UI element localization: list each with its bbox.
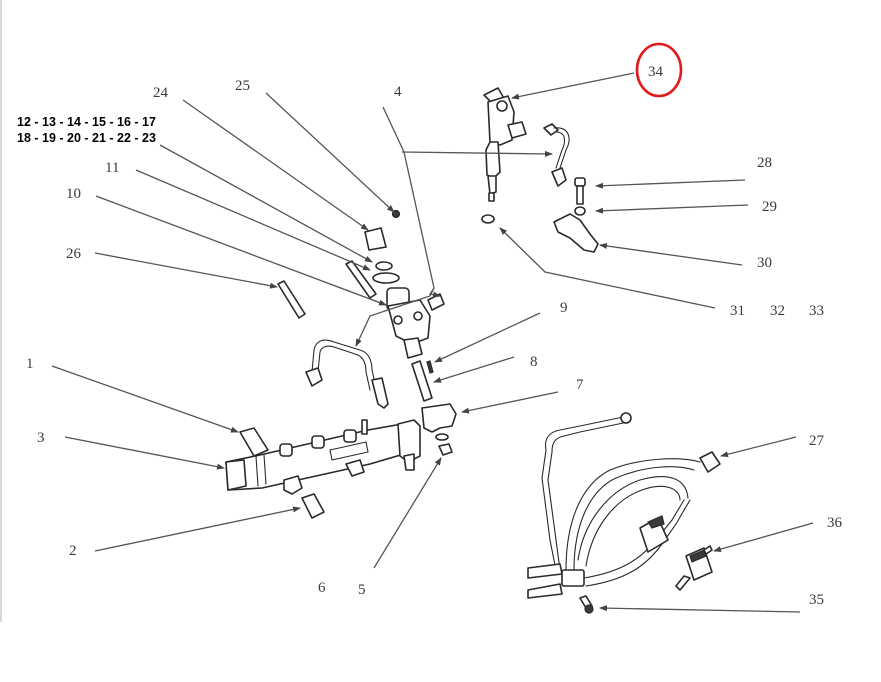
callout-25[interactable]: 25	[235, 78, 250, 94]
callout-7[interactable]: 7	[576, 377, 584, 393]
dowel-part[interactable]	[277, 280, 306, 319]
sleeve-part[interactable]	[411, 360, 433, 402]
callout-33[interactable]: 33	[809, 303, 824, 319]
callout-1[interactable]: 1	[26, 356, 34, 372]
spring-washer-part[interactable]	[574, 206, 586, 216]
callout-29[interactable]: 29	[762, 199, 777, 215]
callout-9[interactable]: 9	[560, 300, 568, 316]
injector-pipe-part[interactable]	[543, 123, 570, 187]
screw-part[interactable]	[579, 595, 594, 614]
callout-10[interactable]: 10	[66, 186, 81, 202]
highlight-circle	[635, 42, 683, 98]
callout-27[interactable]: 27	[809, 433, 825, 449]
plug-part[interactable]	[239, 427, 269, 457]
callout-35[interactable]: 35	[809, 592, 824, 608]
callout-36[interactable]: 36	[827, 515, 843, 531]
callout-8[interactable]: 8	[530, 354, 538, 370]
gasket-part[interactable]	[372, 272, 400, 284]
callout-24[interactable]: 24	[153, 85, 169, 101]
group-label-line-2: 18 - 19 - 20 - 21 - 22 - 23	[17, 131, 156, 145]
pump-part[interactable]	[386, 287, 445, 359]
bracket-part[interactable]	[421, 403, 457, 433]
callout-6[interactable]: 6	[318, 580, 326, 596]
callout-5[interactable]: 5	[358, 582, 366, 598]
injector-part[interactable]	[483, 87, 527, 202]
bolt-part[interactable]	[574, 177, 586, 205]
washer-part[interactable]	[481, 214, 495, 224]
pump-pipe-part[interactable]	[305, 339, 389, 409]
seal-part[interactable]	[435, 433, 449, 441]
callout-31[interactable]: 31	[730, 303, 745, 319]
inline-filter-part[interactable]	[675, 545, 713, 591]
callout-34[interactable]: 34	[648, 64, 664, 80]
return-hose-assembly-part[interactable]	[527, 412, 721, 599]
callout-2[interactable]: 2	[69, 543, 77, 559]
nut-5-part[interactable]	[438, 443, 453, 456]
callout-11[interactable]: 11	[105, 160, 119, 176]
callout-4[interactable]: 4	[394, 84, 402, 100]
spring-pin-part[interactable]	[426, 360, 434, 374]
callout-26[interactable]: 26	[66, 246, 82, 262]
callout-30[interactable]: 30	[757, 255, 772, 271]
callout-3[interactable]: 3	[37, 430, 45, 446]
cap-part[interactable]	[364, 227, 387, 251]
callout-32[interactable]: 32	[770, 303, 785, 319]
o-ring-part[interactable]	[375, 261, 393, 271]
callout-28[interactable]: 28	[757, 155, 772, 171]
leader-lines	[51, 72, 814, 613]
group-label-line-1: 12 - 13 - 14 - 15 - 16 - 17	[17, 115, 156, 129]
spacer-part[interactable]	[301, 493, 325, 519]
clamp-part[interactable]	[553, 213, 599, 253]
fuel-rail-part[interactable]	[225, 419, 421, 495]
